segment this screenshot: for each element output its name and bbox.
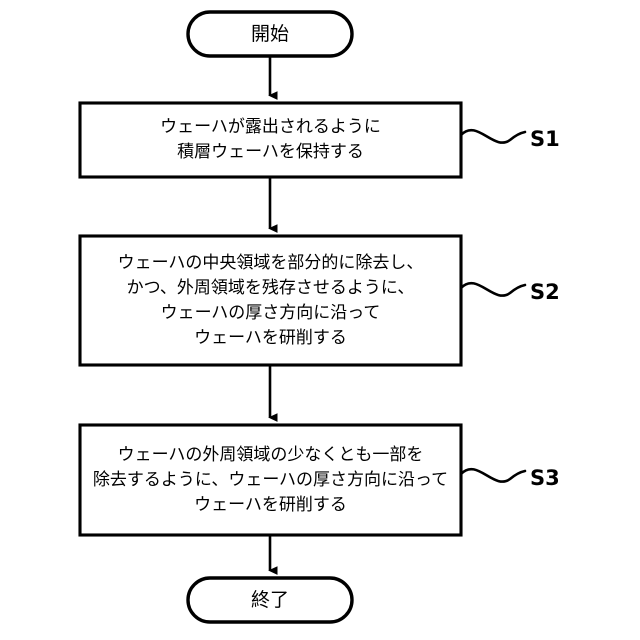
leader-line-s2 [459, 281, 527, 297]
node-s1-shape [78, 101, 463, 179]
leader-line-s1 [459, 128, 527, 144]
node-s2-shape [78, 234, 463, 367]
node-end-shape [186, 576, 354, 624]
step-label-s1: S1 [530, 127, 560, 151]
step-label-s2: S2 [530, 280, 560, 304]
leader-line-s3 [459, 467, 527, 483]
node-s3-shape [78, 423, 463, 537]
step-label-s3: S3 [530, 466, 560, 490]
node-start-shape [186, 10, 354, 58]
